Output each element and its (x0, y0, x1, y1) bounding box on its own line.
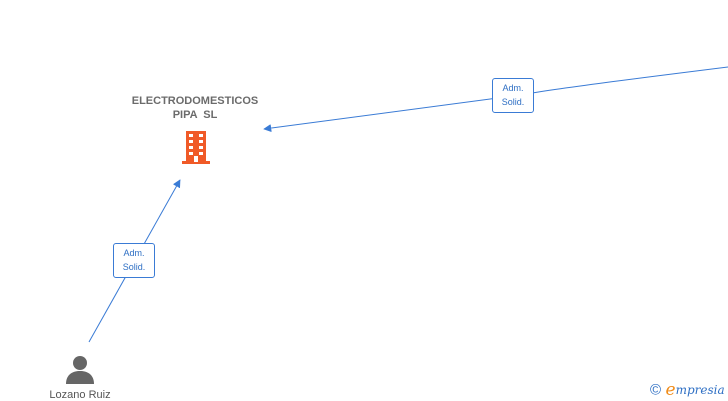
building-icon[interactable] (180, 131, 212, 164)
edge-label-left-line2: Solid. (122, 262, 146, 272)
company-name[interactable]: ELECTRODOMESTICOS PIPA SL (110, 94, 280, 122)
brand-logo-rest: mpresia (675, 383, 725, 397)
edge-label-left-line1: Adm. (123, 248, 145, 258)
brand-logo-e: e (665, 380, 676, 400)
company-name-line1: ELECTRODOMESTICOS (131, 95, 259, 107)
brand-logo: © empresia (650, 380, 728, 400)
person-name[interactable]: Lozano Ruiz (49, 389, 111, 401)
edge-label-top[interactable]: Adm. Solid. (492, 78, 534, 113)
person-icon[interactable] (64, 354, 96, 386)
edge-label-top-line2: Solid. (501, 97, 525, 107)
copyright-symbol: © (650, 381, 662, 399)
company-name-line2: PIPA SL (172, 109, 218, 121)
edge-label-top-line1: Adm. (502, 83, 524, 93)
edge-label-left[interactable]: Adm. Solid. (113, 243, 155, 278)
